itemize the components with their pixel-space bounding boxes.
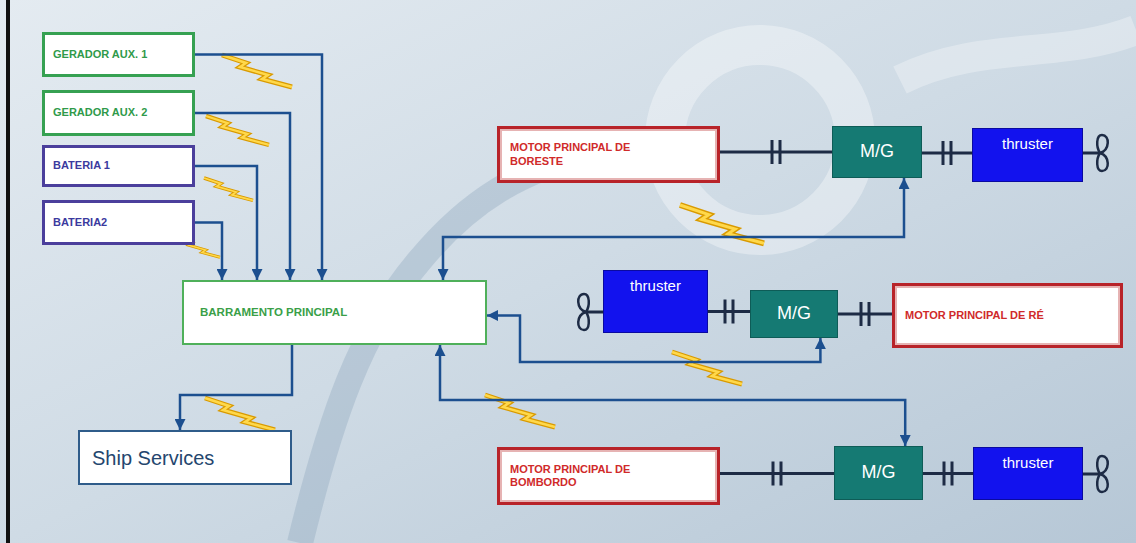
power-connector (195, 55, 322, 281)
power-bolt (204, 178, 253, 200)
drive-shaft (720, 472, 834, 475)
main-engine-box: MOTOR PRINCIPAL DE RÉ (892, 283, 1123, 348)
thruster-box: thruster (973, 447, 1083, 500)
power-bolt (222, 55, 292, 87)
node-label: M/G (862, 462, 896, 484)
coupling-symbol (772, 140, 780, 164)
drive-shaft (923, 472, 973, 475)
node-label: Ship Services (92, 446, 214, 470)
battery-box: BATERIA 1 (42, 145, 195, 187)
node-label: BATERIA 1 (53, 159, 110, 172)
coupling-symbol (943, 141, 951, 165)
node-label: GERADOR AUX. 2 (53, 106, 147, 119)
node-label: thruster (1003, 454, 1054, 472)
main-engine-box: MOTOR PRINCIPAL DE BORESTE (497, 126, 720, 183)
power-connector (195, 113, 290, 280)
propeller (578, 294, 603, 330)
node-label: GERADOR AUX. 1 (53, 48, 147, 61)
node-label: BATERIA2 (53, 216, 107, 229)
ship-services-box: Ship Services (78, 430, 292, 485)
main-bus-box: BARRAMENTO PRINCIPAL (182, 280, 487, 345)
power-bolt (672, 352, 742, 384)
drive-shaft (720, 151, 832, 154)
thruster-box: thruster (972, 128, 1083, 182)
coupling-symbol (725, 300, 733, 324)
propeller (1083, 456, 1108, 492)
node-label: thruster (630, 277, 681, 295)
motor-generator-box: M/G (832, 126, 922, 178)
drive-shaft (922, 152, 972, 155)
generator-box: GERADOR AUX. 2 (42, 90, 195, 136)
power-bolt (205, 398, 275, 430)
thruster-box: thruster (603, 270, 708, 333)
coupling-symbol (944, 462, 952, 486)
motor-generator-box: M/G (834, 446, 923, 500)
coupling-symbol (773, 462, 781, 486)
node-label: MOTOR PRINCIPAL DE RÉ (905, 309, 1044, 322)
coupling-symbol (861, 302, 869, 326)
edge-bar (6, 0, 10, 543)
node-label: BARRAMENTO PRINCIPAL (200, 306, 347, 320)
power-connector (195, 166, 257, 280)
power-connector (440, 345, 905, 446)
power-connector (180, 345, 292, 430)
generator-box: GERADOR AUX. 1 (42, 32, 195, 77)
node-label: M/G (777, 303, 811, 325)
battery-box: BATERIA2 (42, 200, 195, 245)
drive-shaft (838, 313, 892, 316)
drive-shaft (708, 310, 750, 313)
power-connector (195, 223, 222, 281)
power-connector (443, 178, 904, 280)
rope (900, 30, 1136, 80)
main-engine-box: MOTOR PRINCIPAL DE BOMBORDO (497, 447, 720, 505)
power-bolt (206, 116, 269, 145)
propeller (1083, 135, 1108, 171)
node-label: MOTOR PRINCIPAL DE BOMBORDO (510, 463, 650, 489)
motor-generator-box: M/G (750, 290, 838, 338)
node-label: thruster (1002, 135, 1053, 153)
node-label: M/G (860, 141, 894, 163)
node-label: MOTOR PRINCIPAL DE BORESTE (510, 141, 650, 167)
